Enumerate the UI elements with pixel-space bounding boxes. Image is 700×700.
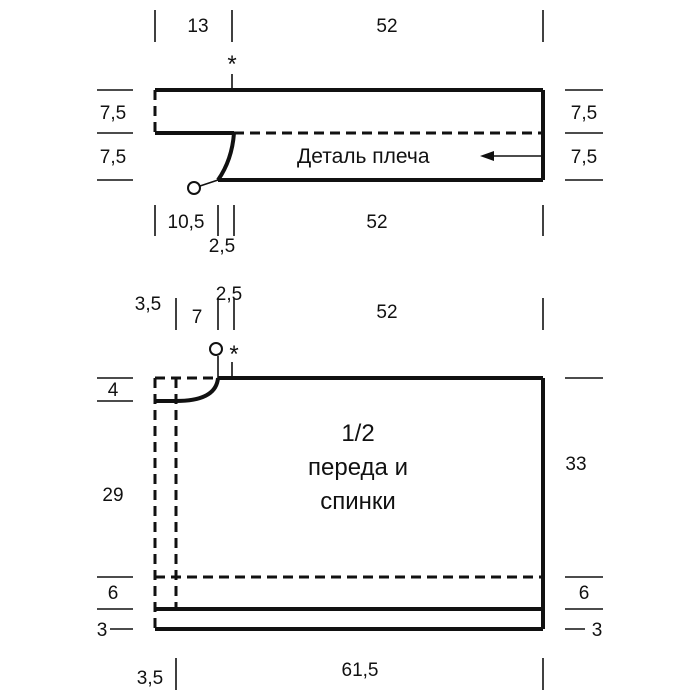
neck-curve — [155, 377, 220, 403]
dim-top-3-5: 3,5 — [135, 294, 161, 315]
shoulder-curve — [216, 132, 236, 182]
label-arrow-head — [480, 151, 494, 161]
dim-right-upper: 7,5 — [571, 103, 597, 124]
dim-top-2-5: 2,5 — [216, 284, 242, 305]
dim-left-upper: 7,5 — [100, 103, 126, 124]
body-title-line2: переда и — [308, 454, 408, 481]
star-marker: * — [227, 51, 236, 78]
dim-bottom-3-5: 3,5 — [137, 668, 163, 689]
dim-top-52-body: 52 — [376, 302, 397, 323]
circle-marker — [187, 181, 201, 195]
body-title-line1: 1/2 — [341, 420, 374, 447]
dim-bottom-2-5: 2,5 — [209, 236, 235, 257]
body-title-line3: спинки — [320, 488, 396, 515]
dim-left-29: 29 — [102, 485, 123, 506]
dim-top-7: 7 — [192, 307, 203, 328]
circle-marker-body — [209, 342, 223, 356]
dim-bottom-52: 52 — [366, 212, 387, 233]
dim-top-13: 13 — [187, 16, 208, 37]
body-piece: 3,5 7 2,5 52 * 1/2 переда и спинки 4 — [97, 284, 603, 690]
dim-left-6: 6 — [108, 583, 119, 604]
dim-top-52: 52 — [376, 16, 397, 37]
shoulder-piece: 13 52 * Деталь плеча 7,5 7,5 7,5 7,5 — [97, 10, 603, 257]
dim-bottom-10-5: 10,5 — [168, 212, 205, 233]
dim-left-lower: 7,5 — [100, 147, 126, 168]
star-marker-body: * — [229, 341, 238, 368]
dim-right-lower: 7,5 — [571, 147, 597, 168]
shoulder-label: Деталь плеча — [297, 145, 430, 168]
dim-left-3: 3 — [97, 620, 108, 641]
dim-right-3: 3 — [592, 620, 603, 641]
dim-right-33: 33 — [565, 454, 586, 475]
dim-left-4: 4 — [108, 380, 119, 401]
circle-leader — [199, 179, 219, 187]
dim-right-6: 6 — [579, 583, 590, 604]
dim-bottom-61-5: 61,5 — [342, 660, 379, 681]
